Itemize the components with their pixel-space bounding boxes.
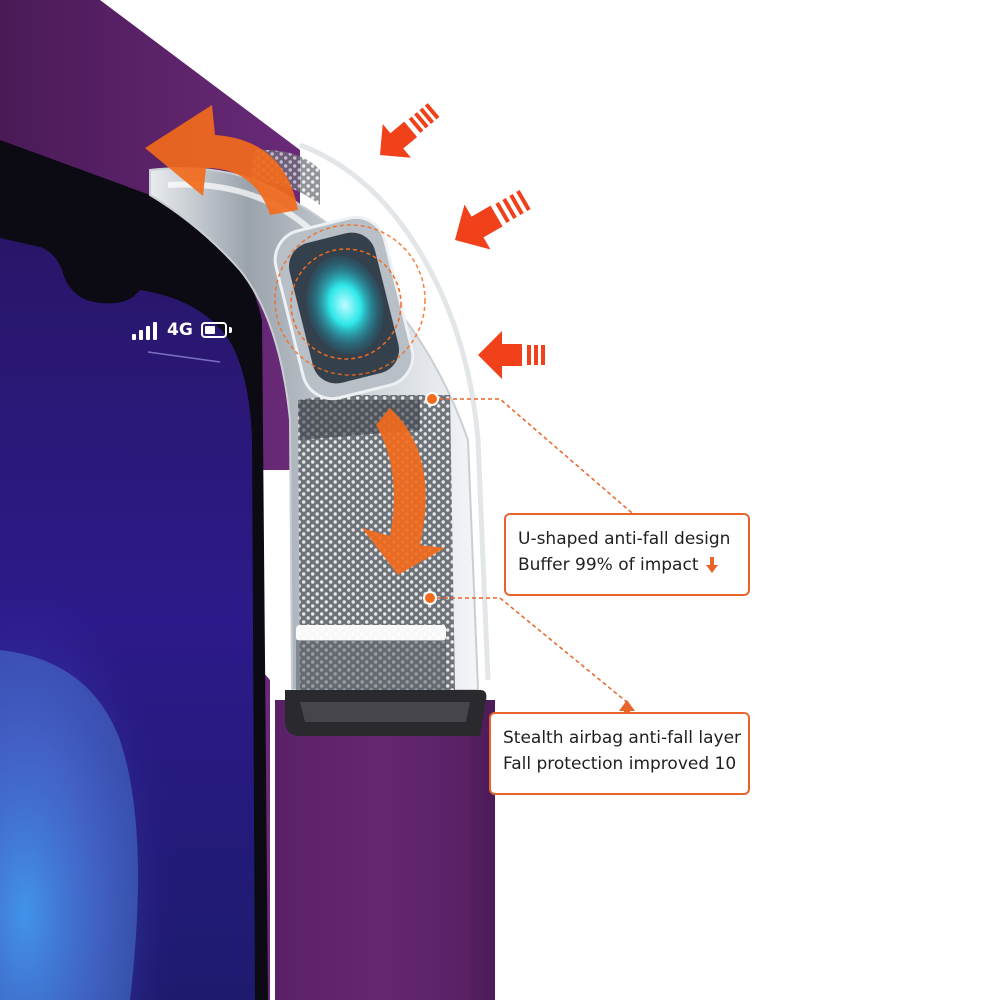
impact-ring-inner [290,248,402,360]
airbag-glow [306,255,384,355]
impact-arrow-icon [455,189,531,250]
signal-bars-icon [132,320,157,340]
callout-detail-row: Buffer 99% of impact [518,552,738,578]
down-arrow-icon [706,557,719,573]
phone-status-bar: 4G [132,310,232,350]
network-label: 4G [167,320,193,340]
rotation-arrow-icon [145,105,298,215]
impact-arrow-icon [478,331,545,379]
callout-detail: Buffer 99% of impact [518,555,699,575]
airbag-band [296,625,446,641]
callout-stealth-airbag: Stealth airbag anti-fall layer Fall prot… [489,712,750,795]
callout-anchor-dot [423,591,437,605]
down-curve-arrow-icon [362,408,445,575]
callout-leader-lines [430,398,633,704]
battery-icon [200,322,227,338]
callout-anchor-dot [425,392,439,406]
outer-bumper-edge [299,142,491,681]
callout-title: U-shaped anti-fall design [518,529,731,549]
impact-ring-outer [274,224,426,376]
callout-detail: Fall protection improved 10 [503,754,737,774]
callout-u-shaped-design: U-shaped anti-fall design Buffer 99% of … [504,513,750,596]
up-arrow-icon [619,700,635,721]
callout-title: Stealth airbag anti-fall layer [503,728,742,748]
battery-tip [228,327,232,333]
impact-arrow-icon [380,103,440,158]
